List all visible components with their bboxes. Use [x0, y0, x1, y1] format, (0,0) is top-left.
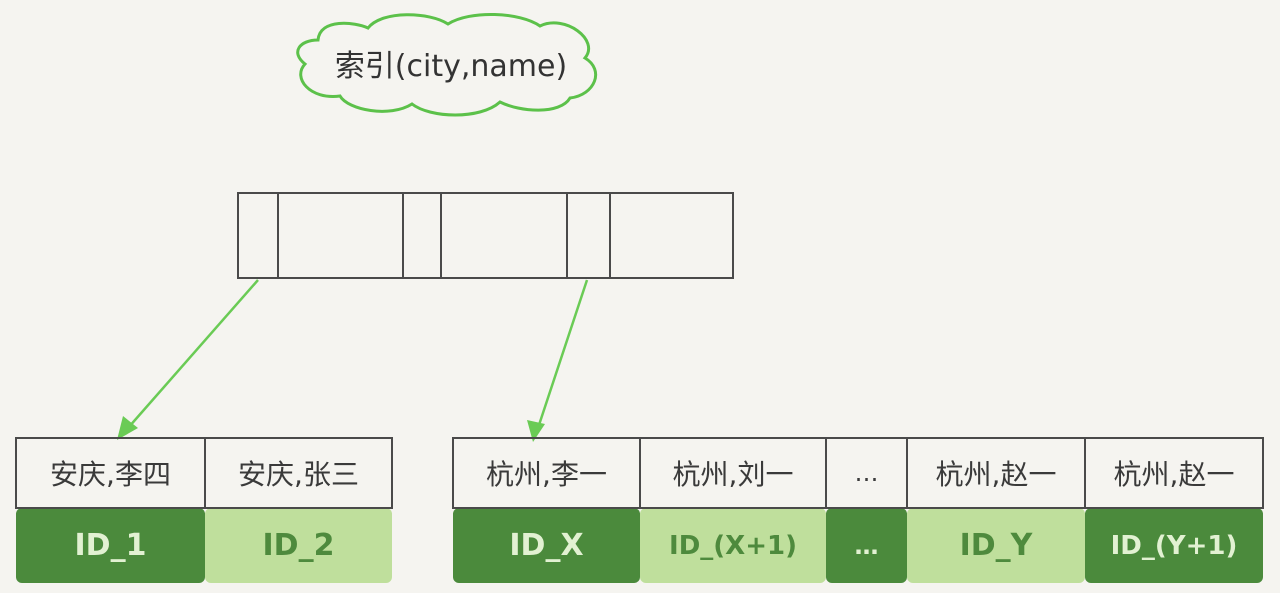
leaf-id-cell — [453, 508, 640, 583]
leaf-id-cell — [205, 508, 392, 583]
leaf-id-cell — [907, 508, 1085, 583]
index-label: 索引(city,name) — [334, 49, 568, 84]
arrow-shaft — [536, 279, 589, 429]
arrow-head — [117, 416, 138, 440]
leaf-id-label: ID_Y — [959, 528, 1033, 563]
pointer-arrow-right — [527, 279, 589, 442]
leaf-key-label: 杭州,刘一 — [672, 458, 794, 491]
leaf-id-label: ID_2 — [262, 528, 335, 563]
leaf-key-cell — [204, 437, 393, 509]
pointer-arrow-left — [117, 279, 259, 440]
leaf-key-label: 杭州,赵一 — [935, 458, 1057, 491]
leaf-key-label: 杭州,赵一 — [1113, 458, 1235, 491]
leaf-id-label: … — [854, 531, 879, 560]
leaf-key-label: … — [854, 459, 879, 487]
leaf-id-label: ID_1 — [74, 528, 147, 563]
index-cloud-shape — [296, 12, 598, 117]
leaf-node — [452, 437, 1264, 583]
leaf-id-cell — [826, 508, 907, 583]
root-node-frame — [237, 192, 734, 279]
leaf-layer — [15, 437, 1264, 583]
leaf-key-label: 安庆,李四 — [50, 458, 171, 491]
leaf-key-cell — [1084, 437, 1264, 509]
leaf-id-label: ID_X — [509, 528, 584, 563]
leaf-id-label: ID_(Y+1) — [1110, 530, 1238, 561]
arrow-head — [527, 420, 545, 442]
leaf-id-cell — [16, 508, 205, 583]
leaf-node — [15, 437, 393, 583]
leaf-id-label: ID_(X+1) — [669, 530, 797, 561]
leaf-id-cell — [640, 508, 826, 583]
root-node — [237, 192, 734, 279]
leaf-key-label: 安庆,张三 — [238, 458, 359, 491]
arrow-shaft — [127, 279, 259, 429]
leaf-key-label: 杭州,李一 — [486, 458, 607, 491]
leaf-id-cell — [1085, 508, 1263, 583]
